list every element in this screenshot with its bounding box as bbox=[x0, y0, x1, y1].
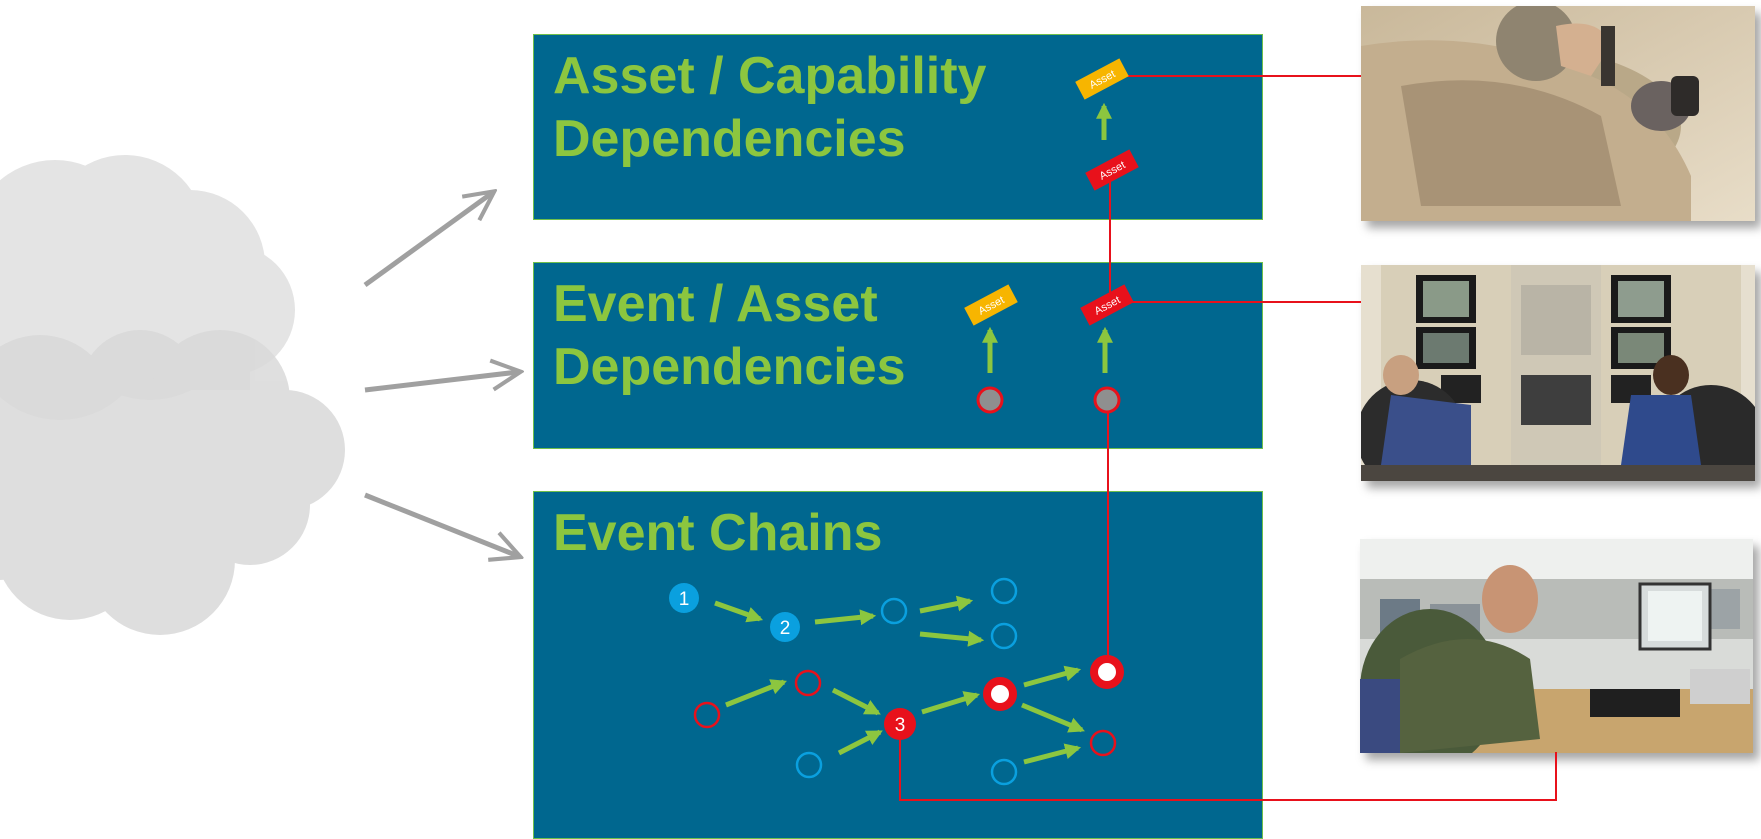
asset-tag-top-red-shape bbox=[1085, 149, 1139, 191]
flow-arrow-7 bbox=[919, 630, 985, 647]
chain-node-event-b bbox=[1090, 655, 1124, 689]
flow-arrow-11 bbox=[921, 691, 981, 715]
flow-arrow-5 bbox=[814, 609, 877, 626]
event-chains-panel: Event Chains bbox=[533, 491, 1263, 839]
chain-node-event-a bbox=[983, 677, 1017, 711]
asset-tag-top-yellow-shape bbox=[1075, 58, 1129, 100]
asset-tag-middle-yellow: Asset bbox=[964, 284, 1018, 326]
chain-node-blue-a bbox=[880, 597, 908, 625]
office-analyst-photo bbox=[1360, 539, 1753, 753]
asset-tag-middle-red-shape bbox=[1080, 284, 1134, 326]
flow-arrow-4 bbox=[714, 600, 764, 623]
chain-node-blue-b bbox=[990, 577, 1018, 605]
event-asset-title-line1: Event / Asset bbox=[553, 275, 878, 333]
event-chains-title: Event Chains bbox=[553, 502, 882, 565]
chain-node-3-label: 3 bbox=[895, 715, 906, 736]
chain-node-1-label: 1 bbox=[679, 589, 690, 610]
event-node-grey-1 bbox=[976, 386, 1004, 414]
flow-arrow-9 bbox=[831, 687, 881, 716]
chain-node-2 bbox=[770, 612, 800, 642]
cloud-arrow-3 bbox=[364, 492, 518, 556]
link-line-bottom bbox=[899, 728, 1557, 801]
asset-capability-title: Asset / Capability Dependencies bbox=[553, 45, 986, 171]
asset-tag-middle-yellow-shape bbox=[964, 284, 1018, 326]
flow-arrow-13 bbox=[1021, 702, 1085, 733]
flow-arrow-10 bbox=[837, 729, 883, 756]
asset-tag-middle-red: Asset bbox=[1080, 284, 1134, 326]
event-asset-title: Event / Asset Dependencies bbox=[553, 273, 906, 399]
chain-node-blue-e bbox=[990, 758, 1018, 786]
flow-arrow-14 bbox=[1023, 743, 1082, 765]
chain-node-blue-d bbox=[795, 751, 823, 779]
chain-node-3 bbox=[884, 708, 916, 740]
cloud-shape bbox=[0, 155, 345, 635]
event-chains-title-line1: Event Chains bbox=[553, 504, 883, 562]
soldier-prone-photo bbox=[1361, 6, 1755, 221]
flow-arrow-8 bbox=[725, 679, 787, 708]
flow-arrow-6 bbox=[919, 595, 974, 614]
cloud-arrow-2 bbox=[364, 372, 518, 393]
asset-capability-title-line1: Asset / Capability bbox=[553, 47, 987, 105]
asset-capability-title-line2: Dependencies bbox=[553, 110, 906, 168]
flow-arrow-12 bbox=[1023, 665, 1082, 688]
event-asset-panel: Event / Asset Dependencies bbox=[533, 262, 1263, 449]
chain-node-red-a bbox=[693, 701, 721, 729]
asset-tag-top-red: Asset bbox=[1085, 149, 1139, 191]
chain-node-red-c bbox=[1089, 729, 1117, 757]
chain-node-red-b bbox=[794, 669, 822, 697]
event-node-grey-2 bbox=[1093, 386, 1121, 414]
control-room-photo bbox=[1361, 265, 1755, 481]
cloud-arrow-1 bbox=[363, 193, 492, 288]
asset-tag-top-yellow: Asset bbox=[1075, 58, 1129, 100]
asset-capability-panel: Asset / Capability Dependencies bbox=[533, 34, 1263, 220]
chain-node-blue-c bbox=[990, 622, 1018, 650]
chain-node-1 bbox=[669, 583, 699, 613]
event-asset-title-line2: Dependencies bbox=[553, 338, 906, 396]
chain-node-2-label: 2 bbox=[780, 618, 791, 639]
